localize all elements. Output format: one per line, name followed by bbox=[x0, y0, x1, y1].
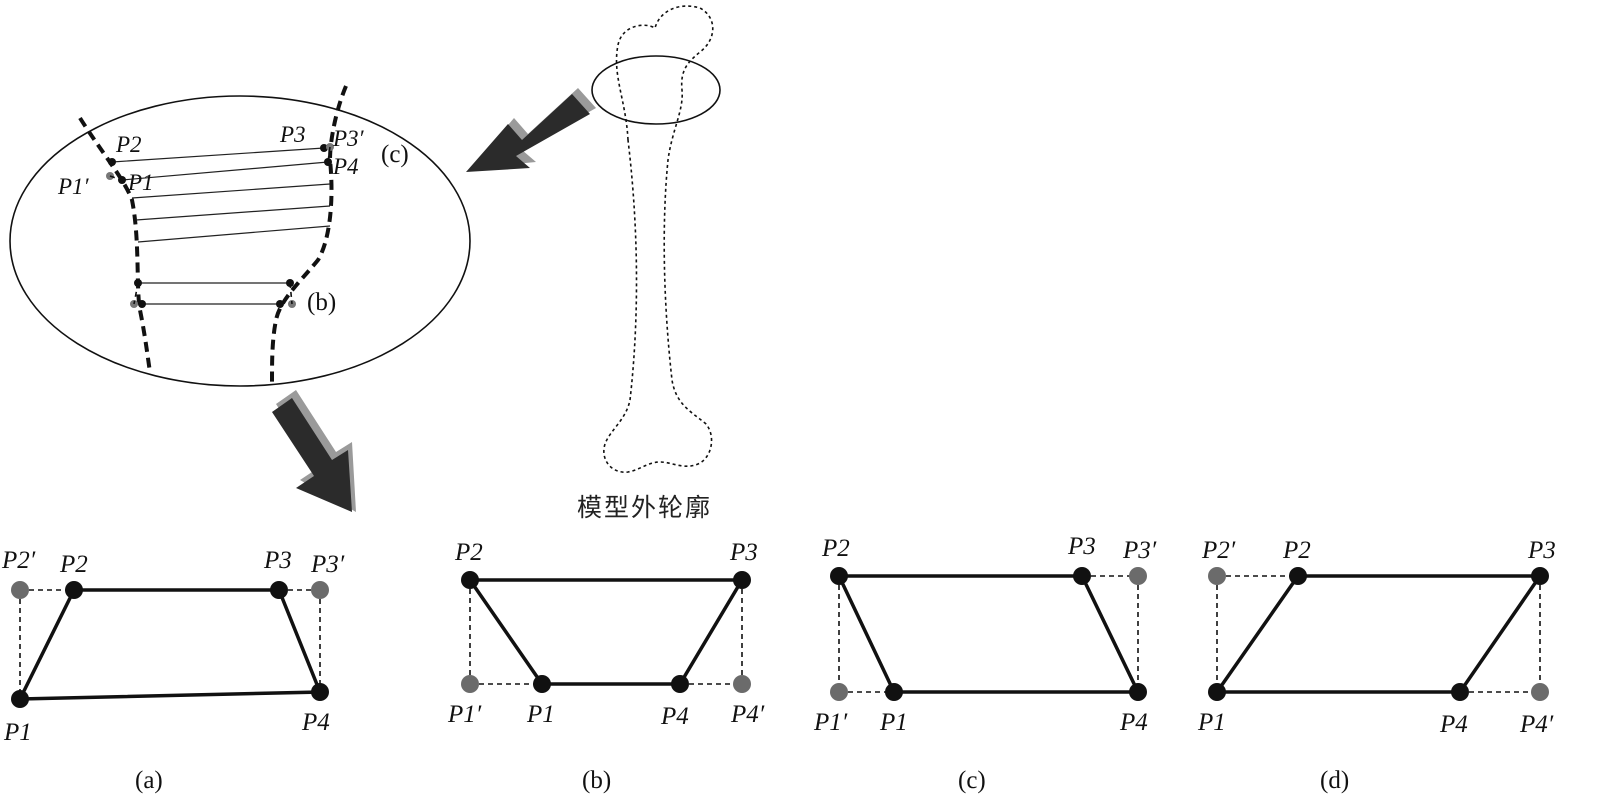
callout-c: (c) bbox=[381, 141, 409, 168]
label-p2: P2 bbox=[821, 535, 850, 562]
zoom-label-p3-prime: P3′ bbox=[332, 126, 365, 151]
label-p1: P1 bbox=[879, 709, 908, 736]
point-p2 bbox=[65, 581, 83, 599]
zoom-point bbox=[276, 300, 284, 308]
quad-outline bbox=[468, 578, 746, 686]
label-p1-prime: P1′ bbox=[447, 701, 482, 728]
point-p2-prime bbox=[1208, 567, 1226, 585]
label-p4: P4 bbox=[660, 703, 689, 730]
zoom-arrow bbox=[466, 88, 596, 172]
zoom-view: P2 P1′ P1 P3 P3′ P4 (c) (b) bbox=[9, 85, 471, 387]
quad-outline bbox=[837, 574, 1141, 694]
panel-c: P2 P3 P3′ P1′ P1 P4 (c) bbox=[813, 533, 1157, 794]
point-p2-prime bbox=[11, 581, 29, 599]
zoom-ellipse bbox=[9, 95, 471, 387]
panel-a: P2′ P2 P3 P3′ P1 P4 (a) bbox=[1, 547, 345, 794]
model-caption: 模型外轮廓 bbox=[577, 493, 712, 522]
zoom-label-p2: P2 bbox=[115, 132, 142, 157]
panel-b: P2 P3 P1′ P1 P4 P4′ (b) bbox=[447, 539, 765, 794]
point-p3 bbox=[270, 581, 288, 599]
detail-arrow bbox=[272, 390, 356, 512]
zoom-point-p2 bbox=[108, 158, 116, 166]
label-p2-prime: P2′ bbox=[1201, 537, 1236, 564]
point-p2 bbox=[830, 567, 848, 585]
rung bbox=[131, 183, 331, 199]
point-p1-prime bbox=[461, 675, 479, 693]
label-p3: P3 bbox=[263, 547, 292, 574]
zoom-label-p3: P3 bbox=[279, 122, 306, 147]
label-p3-prime: P3′ bbox=[310, 551, 345, 578]
label-p2: P2 bbox=[454, 539, 483, 566]
zoom-label-p4: P4 bbox=[332, 154, 359, 179]
label-p3-prime: P3′ bbox=[1122, 537, 1157, 564]
zoom-label-p1: P1 bbox=[127, 170, 154, 195]
point-p4 bbox=[1451, 683, 1469, 701]
point-p4-prime bbox=[1531, 683, 1549, 701]
point-p4 bbox=[311, 683, 329, 701]
point-p1 bbox=[533, 675, 551, 693]
point-p3-prime bbox=[311, 581, 329, 599]
label-p2-prime: P2′ bbox=[1, 547, 36, 574]
point-p1 bbox=[11, 690, 29, 708]
zoom-offset bbox=[327, 146, 331, 163]
label-p2: P2 bbox=[59, 551, 88, 578]
bone-focus-ellipse bbox=[591, 55, 721, 125]
label-p4: P4 bbox=[1119, 709, 1148, 736]
zoom-offset bbox=[133, 282, 139, 305]
zoom-offset bbox=[109, 175, 123, 181]
zoom-point-p3 bbox=[320, 144, 328, 152]
label-p3: P3 bbox=[1067, 533, 1096, 560]
label-p1: P1 bbox=[1197, 709, 1226, 736]
zoom-arrow-body bbox=[466, 94, 590, 172]
point-p3 bbox=[1073, 567, 1091, 585]
rung bbox=[135, 205, 331, 221]
point-p4 bbox=[671, 675, 689, 693]
caption-d: (d) bbox=[1320, 767, 1349, 794]
quad-outline bbox=[1215, 574, 1544, 694]
zoom-label-p1-prime: P1′ bbox=[57, 174, 90, 199]
detail-arrow-body bbox=[272, 398, 352, 512]
rung bbox=[111, 147, 325, 163]
label-p4: P4 bbox=[301, 709, 330, 736]
label-p3: P3 bbox=[1527, 537, 1556, 564]
label-p1: P1 bbox=[526, 701, 555, 728]
point-p1 bbox=[885, 683, 903, 701]
point-p4 bbox=[1129, 683, 1147, 701]
panel-d: P2′ P2 P3 P1 P4 P4′ (d) bbox=[1197, 537, 1556, 794]
bone-contour bbox=[603, 5, 714, 473]
label-p4-prime: P4′ bbox=[730, 701, 765, 728]
rung bbox=[121, 161, 329, 181]
caption-b: (b) bbox=[582, 767, 611, 794]
label-p1-prime: P1′ bbox=[813, 709, 848, 736]
point-p3-prime bbox=[1129, 567, 1147, 585]
caption-c: (c) bbox=[958, 767, 986, 794]
bone-outline bbox=[591, 5, 721, 473]
label-p3: P3 bbox=[729, 539, 758, 566]
rung bbox=[137, 225, 331, 243]
label-p4: P4 bbox=[1439, 711, 1468, 738]
label-p4-prime: P4′ bbox=[1519, 711, 1554, 738]
zoom-point bbox=[138, 300, 146, 308]
point-p2 bbox=[1289, 567, 1307, 585]
zoom-offset bbox=[289, 282, 293, 305]
point-p1 bbox=[1208, 683, 1226, 701]
caption-a: (a) bbox=[135, 767, 163, 794]
point-p1-prime bbox=[830, 683, 848, 701]
point-p3 bbox=[733, 571, 751, 589]
callout-b: (b) bbox=[307, 289, 336, 316]
label-p2: P2 bbox=[1282, 537, 1311, 564]
point-p2 bbox=[461, 571, 479, 589]
zoom-point-p4 bbox=[324, 158, 332, 166]
right-bone-wall bbox=[270, 85, 348, 385]
point-p4-prime bbox=[733, 675, 751, 693]
quad-outline bbox=[18, 588, 323, 701]
label-p1: P1 bbox=[3, 719, 32, 746]
point-p3 bbox=[1531, 567, 1549, 585]
